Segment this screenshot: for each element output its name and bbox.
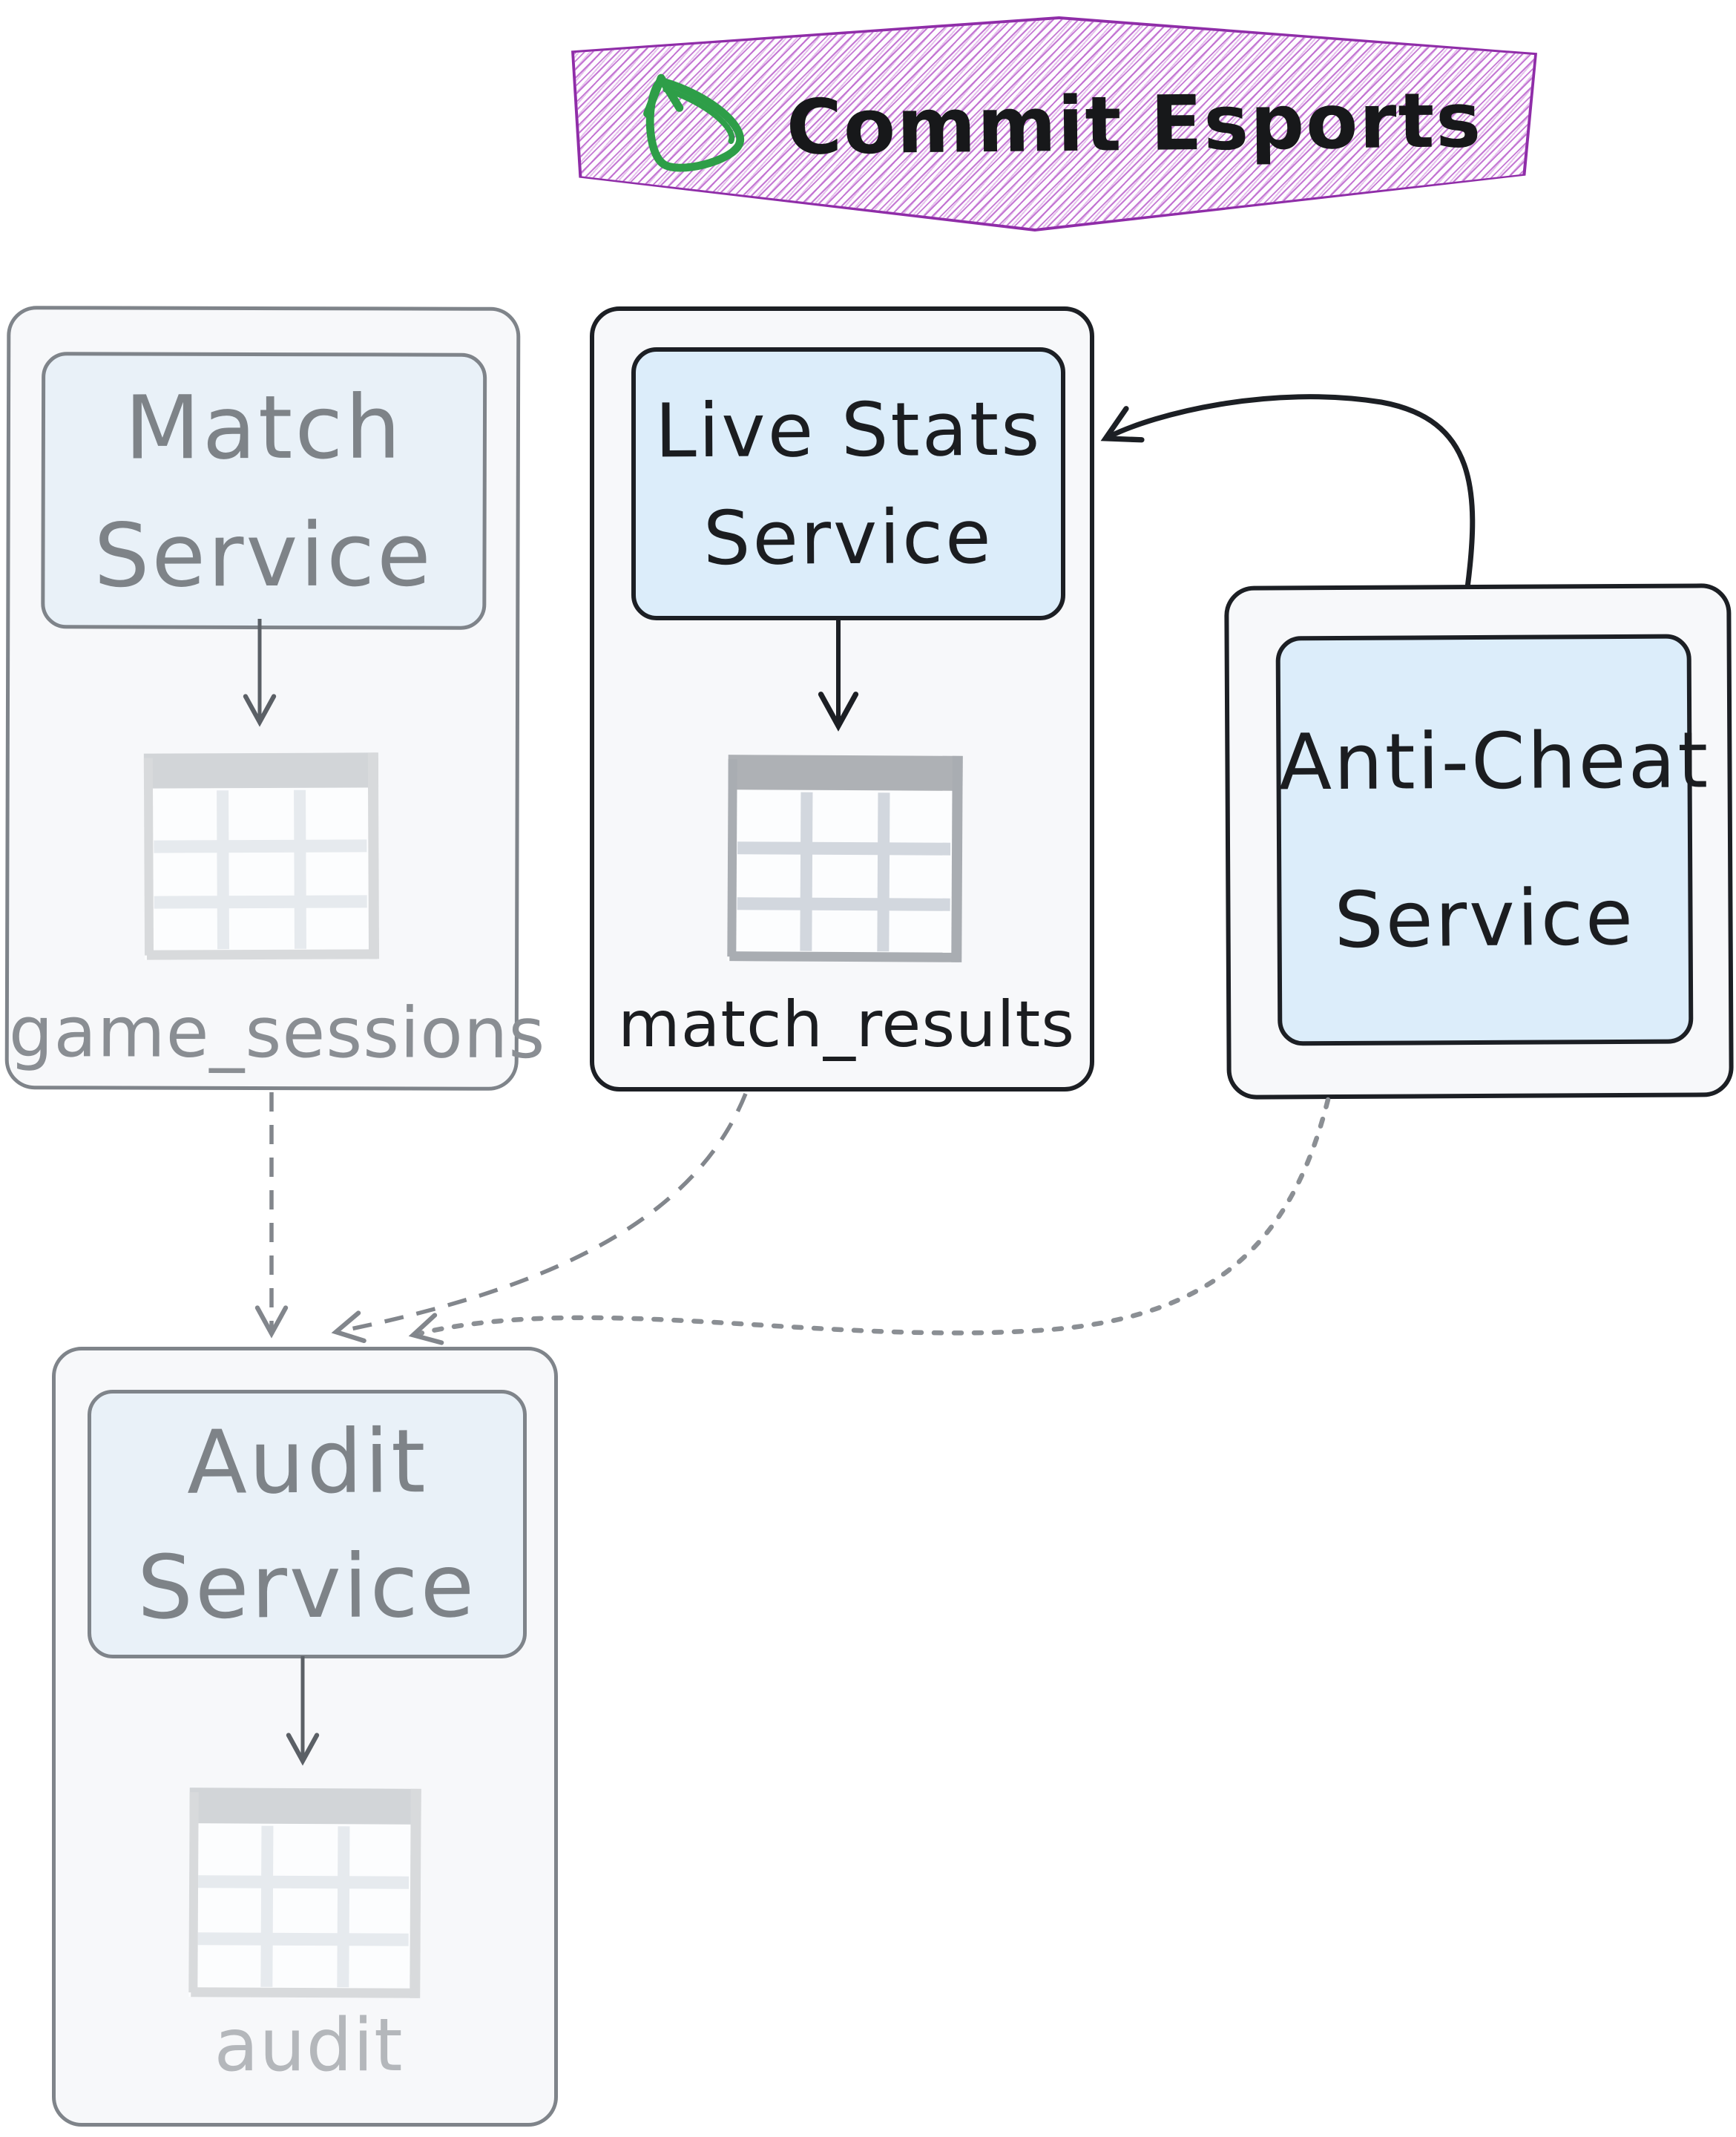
anti-cheat-service-node: Anti-Cheat Service — [1224, 583, 1734, 1100]
table-label: match_results — [617, 988, 1076, 1062]
match-service-box: Match Service — [41, 352, 487, 630]
match-service-title-line1: Match — [125, 375, 404, 479]
live-stats-title-line2: Service — [703, 493, 994, 582]
anti-cheat-service-box: Anti-Cheat Service — [1275, 634, 1710, 1046]
edge-anti-cheat-to-audit — [408, 1097, 1331, 1345]
table-label: audit — [214, 2003, 404, 2088]
live-stats-service-node: Live Stats Service match_results — [590, 306, 1094, 1092]
audit-service-title-line2: Service — [137, 1534, 477, 1639]
badge-hatch-fill: Commit Esports — [574, 19, 1534, 229]
table-header-band — [143, 752, 379, 789]
table-header-band — [189, 1788, 421, 1825]
edge-live-stats-to-audit — [331, 1092, 748, 1343]
table-icon — [188, 1788, 421, 1998]
commit-esports-badge: Commit Esports — [571, 16, 1537, 232]
audit-service-title-line1: Audit — [186, 1410, 428, 1514]
table-label: game_sessions — [8, 992, 546, 1074]
badge-title: Commit Esports — [786, 76, 1483, 172]
live-stats-service-box: Live Stats Service — [631, 347, 1065, 620]
anti-cheat-title-line2: Service — [1334, 871, 1636, 966]
audit-service-node: Audit Service audit — [52, 1347, 558, 2127]
anti-cheat-title-line1: Anti-Cheat — [1278, 715, 1711, 808]
edge-anti-cheat-to-live-stats — [1100, 394, 1476, 588]
audit-service-box: Audit Service — [88, 1390, 527, 1658]
live-stats-title-line1: Live Stats — [654, 385, 1042, 475]
match-service-title-line2: Service — [93, 502, 434, 607]
loop-arrow-icon — [643, 73, 745, 172]
table-header-band — [728, 755, 963, 792]
match-service-node: Match Service game_sessions — [4, 306, 546, 1091]
table-icon — [727, 755, 963, 962]
table-icon — [143, 752, 380, 960]
